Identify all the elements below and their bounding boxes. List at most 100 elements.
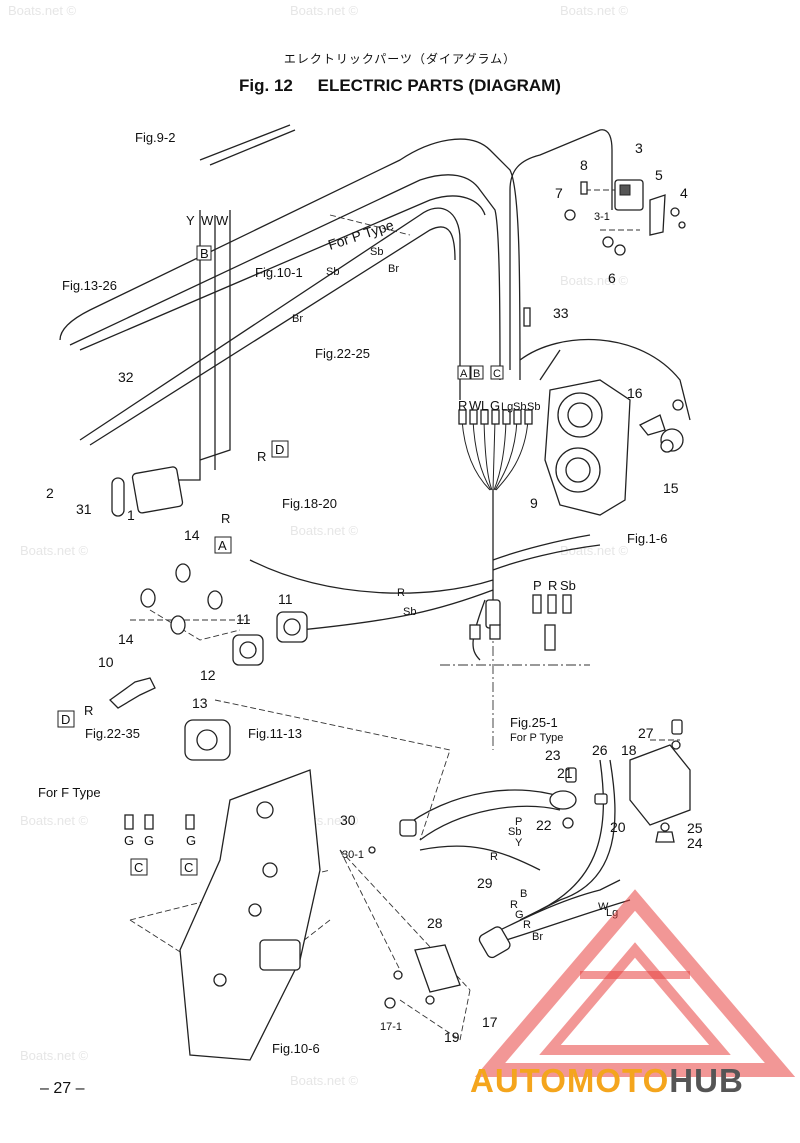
wire-code-r: R bbox=[257, 449, 266, 464]
figure-title: Fig. 12 ELECTRIC PARTS (DIAGRAM) bbox=[0, 76, 800, 96]
page-number: – 27 – bbox=[40, 1080, 85, 1097]
automotohub-logo-text: AUTOMOTOHUB bbox=[470, 1062, 744, 1100]
part-number: 16 bbox=[627, 385, 643, 401]
connector-box-d: D bbox=[61, 712, 70, 727]
small-code-y: Y bbox=[515, 837, 523, 849]
part-number: 30 bbox=[340, 812, 356, 828]
part-number: 5 bbox=[655, 167, 663, 183]
figure-subtitle-jp: エレクトリックパーツ（ダイアグラム） bbox=[283, 52, 517, 66]
part-number: 11 bbox=[278, 591, 293, 607]
part-number: 26 bbox=[592, 742, 608, 758]
small-code-r: R bbox=[510, 899, 518, 911]
part-number: 32 bbox=[118, 369, 134, 385]
components bbox=[108, 179, 691, 1061]
part-number: 4 bbox=[680, 185, 688, 201]
ref-fig22-35: Fig.22-35 bbox=[85, 726, 140, 741]
part-number: 18 bbox=[621, 742, 637, 758]
connector-box-b: B bbox=[473, 368, 480, 380]
ref-fig10-1: Fig.10-1 bbox=[255, 265, 303, 280]
ref-for-p-type: For P Type bbox=[326, 217, 396, 253]
wire-code-r: R bbox=[221, 511, 230, 526]
ref-for-p-type-2: For P Type bbox=[510, 732, 563, 744]
connector-box-c: C bbox=[134, 860, 143, 875]
connector-box-b: B bbox=[200, 246, 209, 261]
harness-code-lg: Lg bbox=[501, 401, 513, 413]
ref-fig22-25: Fig.22-25 bbox=[315, 346, 370, 361]
watermark: Boats.net © bbox=[290, 1073, 359, 1088]
watermark: Boats.net © bbox=[560, 543, 629, 558]
wire-code-g: G bbox=[186, 833, 196, 848]
part-number: 20 bbox=[610, 819, 626, 835]
wire-code-labels: Y W W R W L G Lg Sb Sb P R Sb Sb Br Br S… bbox=[84, 213, 618, 943]
ref-fig1-6: Fig.1-6 bbox=[627, 531, 667, 546]
ref-fig10-6: Fig.10-6 bbox=[272, 1041, 320, 1056]
ref-fig25-1: Fig.25-1 bbox=[510, 715, 558, 730]
figure-number: Fig. 12 bbox=[239, 76, 293, 95]
small-code-p: P bbox=[515, 816, 522, 828]
small-code-g: G bbox=[515, 909, 524, 921]
wire-code-sb: Sb bbox=[326, 266, 339, 278]
part-number: 14 bbox=[184, 527, 200, 543]
part-number: 31 bbox=[76, 501, 92, 517]
wire-code-br: Br bbox=[292, 313, 303, 325]
wire-code-g: G bbox=[144, 833, 154, 848]
small-code-r: R bbox=[490, 851, 498, 863]
connector-boxes: B A B C D A D C C bbox=[57, 245, 504, 876]
logo-text-auto: AUTOMOTO bbox=[470, 1062, 670, 1099]
harness-code-sb: Sb bbox=[513, 401, 526, 413]
part-number: 22 bbox=[536, 817, 552, 833]
ref-fig13-26: Fig.13-26 bbox=[62, 278, 117, 293]
connector-box-d: D bbox=[275, 442, 284, 457]
harness-code-l: L bbox=[481, 398, 488, 413]
watermark: Boats.net © bbox=[290, 523, 359, 538]
ref-fig11-13: Fig.11-13 bbox=[248, 726, 302, 741]
part-number: 10 bbox=[98, 654, 114, 670]
wire-code-r: R bbox=[397, 587, 405, 599]
part-number: 29 bbox=[477, 875, 493, 891]
connector-box-a: A bbox=[218, 538, 227, 553]
watermark: Boats.net © bbox=[290, 3, 359, 18]
part-number: 13 bbox=[192, 695, 208, 711]
wire-code-y: Y bbox=[186, 213, 195, 228]
part-number: 12 bbox=[200, 667, 216, 683]
part-number: 6 bbox=[608, 270, 616, 286]
part-number: 1 bbox=[127, 507, 135, 523]
wire-code-sb: Sb bbox=[370, 246, 383, 258]
part-number: 23 bbox=[545, 747, 561, 763]
small-code-r: R bbox=[523, 919, 531, 931]
harness-code-g: G bbox=[490, 398, 500, 413]
right-code-r: R bbox=[548, 578, 557, 593]
part-number: 17-1 bbox=[380, 1021, 402, 1033]
part-number: 3 bbox=[635, 140, 643, 156]
part-number: 11 bbox=[236, 611, 251, 627]
part-number: 24 bbox=[687, 835, 703, 851]
harness-code-r: R bbox=[458, 398, 467, 413]
part-number: 15 bbox=[663, 480, 679, 496]
part-number: 14 bbox=[118, 631, 134, 647]
harness-code-w: W bbox=[469, 398, 482, 413]
part-number: 28 bbox=[427, 915, 443, 931]
ref-fig9-2: Fig.9-2 bbox=[135, 130, 175, 145]
part-number: 17 bbox=[482, 1014, 498, 1030]
connector-box-c: C bbox=[184, 860, 193, 875]
right-code-p: P bbox=[533, 578, 542, 593]
connector-box-c: C bbox=[493, 368, 501, 380]
small-code-sb: Sb bbox=[508, 826, 521, 838]
wire-code-w: W bbox=[201, 213, 214, 228]
ref-fig18-20: Fig.18-20 bbox=[282, 496, 337, 511]
wire-code-g: G bbox=[124, 833, 134, 848]
right-code-sb: Sb bbox=[560, 578, 576, 593]
part-number: 3-1 bbox=[594, 211, 610, 223]
part-number: 9 bbox=[530, 495, 538, 511]
watermark: Boats.net © bbox=[20, 543, 89, 558]
watermark: Boats.net © bbox=[8, 3, 77, 18]
part-number: 27 bbox=[638, 725, 654, 741]
watermark: Boats.net © bbox=[20, 813, 89, 828]
part-numbers: 1 2 3 3-1 4 5 6 7 8 9 10 11 11 12 13 14 … bbox=[46, 140, 703, 1045]
wire-code-br: Br bbox=[388, 263, 399, 275]
watermark: Boats.net © bbox=[560, 273, 629, 288]
part-number: 25 bbox=[687, 820, 703, 836]
connector-box-a: A bbox=[460, 368, 468, 380]
automotohub-logo bbox=[474, 889, 796, 1077]
